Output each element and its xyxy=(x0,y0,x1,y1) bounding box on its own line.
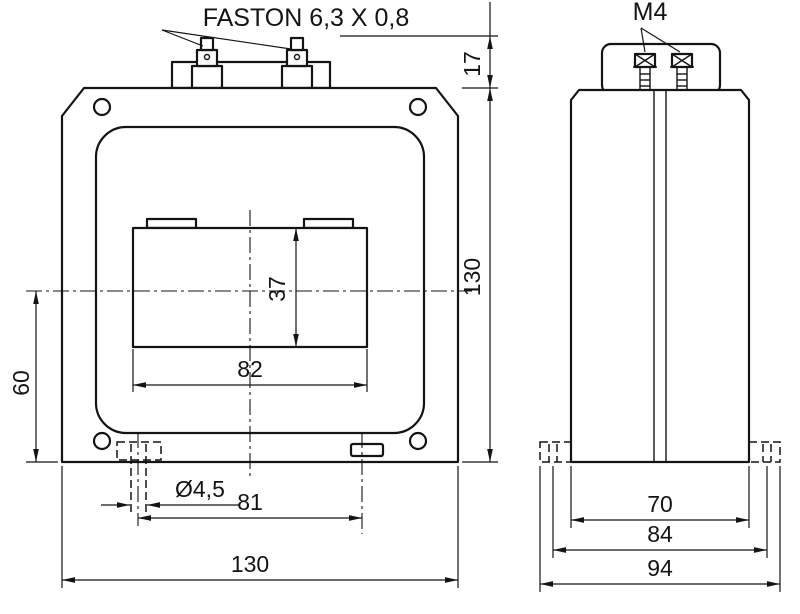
window-tab-left xyxy=(145,217,198,230)
faston-label: FASTON 6,3 X 0,8 xyxy=(203,4,410,32)
dim-70-label: 70 xyxy=(647,491,673,517)
mounting-feet-side xyxy=(539,441,781,463)
front-view: FASTON 6,3 X 0,8 17 130 37 82 xyxy=(8,2,498,588)
dim-84-label: 84 xyxy=(647,521,673,547)
front-face-frame xyxy=(94,125,426,435)
dim-82-label: 82 xyxy=(237,356,263,382)
window-tab-right xyxy=(302,217,355,230)
m4-screw-left xyxy=(633,52,657,91)
dim-overall-width-side: 94 xyxy=(539,466,781,592)
side-body-outline xyxy=(569,88,751,464)
dim-center-height: 60 xyxy=(8,291,58,463)
dim-130-height-label: 130 xyxy=(459,258,485,296)
corner-hole-top-left xyxy=(92,97,112,117)
corner-hole-top-right xyxy=(408,97,428,117)
dim-hole-diameter: Ø4,5 xyxy=(101,476,240,508)
faston-terminal-right xyxy=(280,36,314,90)
dim-81-label: 81 xyxy=(237,489,263,515)
side-view: M4 70 84 xyxy=(539,0,781,592)
m4-callout: M4 xyxy=(633,0,681,53)
dim-body-width: 70 xyxy=(570,466,750,528)
faston-terminal-left xyxy=(190,36,224,90)
mounting-foot-front xyxy=(116,432,162,526)
dim-hole-spacing: 81 xyxy=(138,489,362,521)
faston-terminals xyxy=(170,36,332,90)
dim-window-height: 37 xyxy=(264,228,299,347)
dim-17-label: 17 xyxy=(459,51,485,77)
dim-94-label: 94 xyxy=(647,555,673,581)
dim-overall-width-front: 130 xyxy=(61,466,459,588)
faston-callout: FASTON 6,3 X 0,8 xyxy=(161,4,410,50)
dim-overall-height: 130 xyxy=(459,88,498,463)
corner-hole-bottom-left xyxy=(92,431,112,451)
dim-37-label: 37 xyxy=(264,276,290,302)
bottom-slot xyxy=(349,442,385,458)
dim-60-label: 60 xyxy=(8,370,34,396)
dim-terminal-height: 17 xyxy=(340,2,498,89)
dim-window-width: 82 xyxy=(132,349,368,392)
dim-130-width-label: 130 xyxy=(231,551,269,577)
corner-holes xyxy=(92,97,428,451)
dim-slot-spacing: 84 xyxy=(552,466,768,558)
corner-hole-bottom-right xyxy=(408,431,428,451)
m4-label: M4 xyxy=(633,0,668,26)
dim-d45-label: Ø4,5 xyxy=(175,476,225,502)
top-bracket xyxy=(600,42,722,96)
